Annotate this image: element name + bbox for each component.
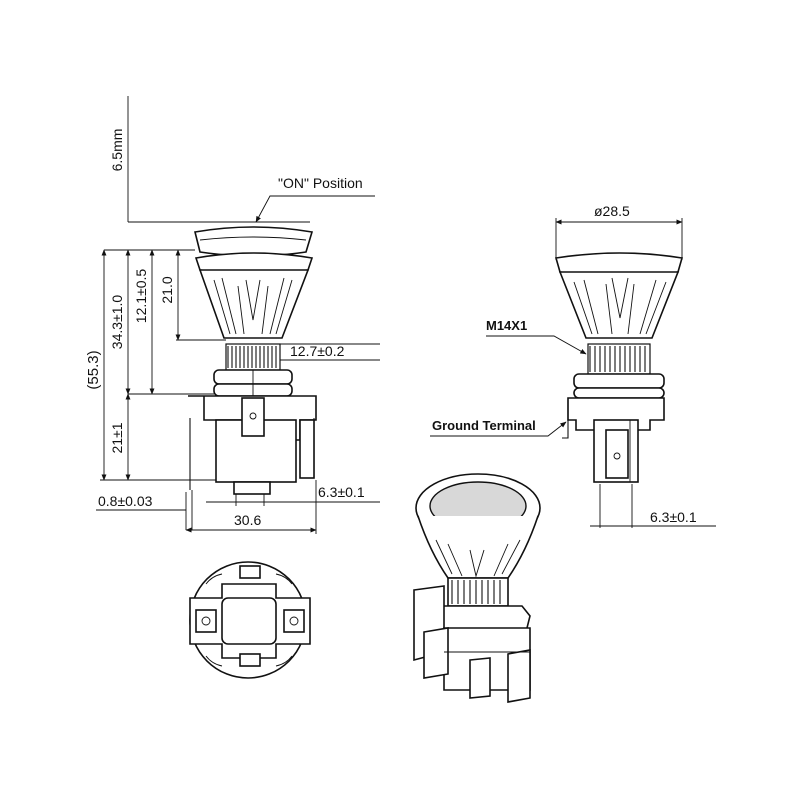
label-terminal-width-front: 6.3±0.1 [318, 484, 365, 500]
side-thread [587, 343, 651, 375]
isometric-view [413, 473, 541, 703]
label-thread-length: 12.7±0.2 [290, 343, 345, 359]
label-height-21-cap: 21.0 [159, 276, 175, 303]
side-view [430, 218, 716, 528]
nut [213, 369, 293, 397]
label-top-height: 6.5mm [109, 129, 125, 172]
label-terminal-thickness: 0.8±0.03 [98, 493, 153, 509]
cap-on-position [194, 226, 314, 257]
label-height-34: 34.3±1.0 [109, 295, 125, 350]
label-diameter: ø28.5 [594, 203, 630, 219]
thread [225, 343, 281, 371]
label-ground-terminal: Ground Terminal [432, 418, 536, 433]
label-total-height: (55.3) [85, 350, 102, 389]
label-base-width: 30.6 [234, 512, 261, 528]
label-base-height: 21±1 [109, 422, 125, 453]
label-height-12: 12.1±0.5 [133, 269, 149, 324]
label-terminal-width-side: 6.3±0.1 [650, 509, 697, 525]
bottom-view [189, 561, 311, 679]
label-on-position: "ON" Position [278, 175, 363, 191]
front-view [96, 96, 380, 534]
label-thread-spec: M14X1 [486, 318, 527, 333]
